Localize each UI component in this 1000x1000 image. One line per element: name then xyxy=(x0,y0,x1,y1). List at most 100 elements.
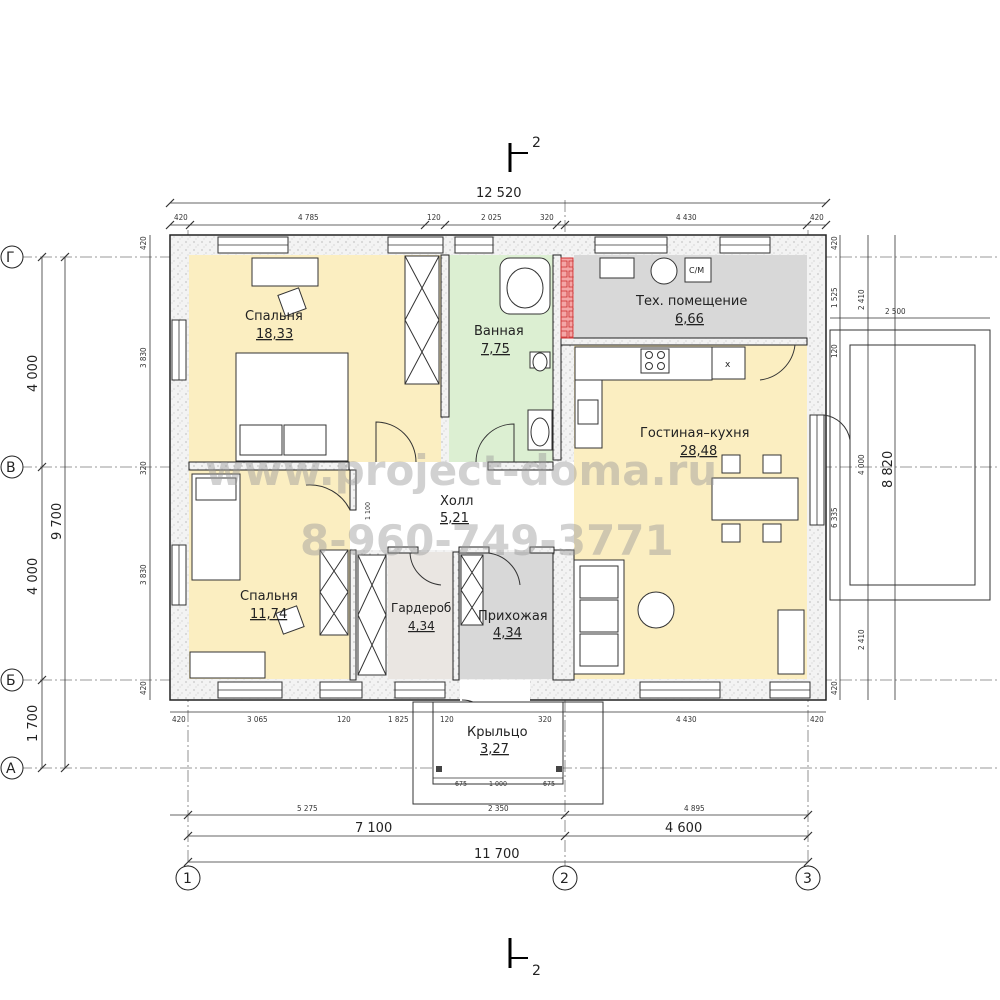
interior-walls xyxy=(188,254,808,681)
axis-row-g: Г xyxy=(6,250,15,266)
section-mark-top: 2 xyxy=(508,135,541,172)
room-area-bath: 7,75 xyxy=(481,342,510,357)
pillow-2 xyxy=(283,424,327,456)
room-name-porch: Крыльцо xyxy=(467,725,528,740)
stove xyxy=(640,348,670,374)
coffee-table xyxy=(637,591,675,629)
desk-bed1 xyxy=(251,257,319,287)
dim-left-total: 9 700 xyxy=(50,503,65,540)
dim-bot2-1: 2 350 xyxy=(488,804,509,813)
dim-rinner-0: 420 xyxy=(830,236,839,250)
axis-col-1: 1 xyxy=(183,871,192,887)
room-name-bedroom2: Спальня xyxy=(240,589,298,604)
dim-rsub-0: 2 410 xyxy=(857,289,866,310)
room-name-wardrobe: Гардероб xyxy=(391,601,451,615)
pillow-1 xyxy=(239,424,283,456)
dim-bot-0: 420 xyxy=(172,715,186,724)
dim-right-total: 8 820 xyxy=(881,451,896,488)
dim-rinner-1: 1 525 xyxy=(830,287,839,308)
room-name-entry: Прихожая xyxy=(478,609,548,624)
fridge-mark: x xyxy=(725,360,731,370)
dim-top-5: 4 430 xyxy=(676,213,697,222)
dim-bot-6: 4 430 xyxy=(676,715,697,724)
desk-bed2 xyxy=(189,651,266,679)
dim-rinner-2: 120 xyxy=(830,344,839,358)
dining-table xyxy=(711,477,799,521)
dim-bot-5: 320 xyxy=(538,715,552,724)
room-name-hall: Холл xyxy=(440,494,473,509)
hall-fill xyxy=(350,462,574,550)
room-name-bath: Ванная xyxy=(474,324,524,339)
wardrobe-fill xyxy=(388,552,453,679)
dim-hall-small: 1 100 xyxy=(364,502,372,520)
dim-linner-1: 3 830 xyxy=(139,347,148,368)
room-labels: Спальня 18,33 Ванная 7,75 Тех. помещение… xyxy=(240,266,749,757)
closet-shelves xyxy=(357,554,387,676)
tv-stand xyxy=(777,609,805,675)
dim-linner-4: 420 xyxy=(139,681,148,695)
dim-terrace: 2 500 xyxy=(885,307,906,316)
water-heater xyxy=(650,257,678,285)
brick-partition xyxy=(560,257,574,339)
dim-top-2: 120 xyxy=(427,213,441,222)
axis-row-v: В xyxy=(6,460,16,476)
dim-top-0: 420 xyxy=(174,213,188,222)
porch xyxy=(412,701,604,805)
axis-bubbles: Г В Б А 1 2 3 xyxy=(0,245,821,891)
terrace xyxy=(829,329,991,601)
watermark-phone: 8-960-749-3771 xyxy=(300,516,674,565)
dim-left-0: 4 000 xyxy=(26,355,41,392)
section-label-bottom: 2 xyxy=(532,963,541,979)
entrance-gap xyxy=(460,680,530,702)
dimension-lines xyxy=(41,202,990,863)
room-area-porch: 3,27 xyxy=(480,742,509,757)
dim-bottom-total: 11 700 xyxy=(474,847,520,862)
dim-top-4: 320 xyxy=(540,213,554,222)
windows xyxy=(171,236,825,699)
room-area-hall: 5,21 xyxy=(440,511,469,526)
room-area-entry: 4,34 xyxy=(493,626,522,641)
room-name-bedroom1: Спальня xyxy=(245,309,303,324)
dim-porch-0: 675 xyxy=(455,780,467,788)
dim-porch-2: 675 xyxy=(543,780,555,788)
boiler xyxy=(599,257,635,279)
dim-left-2: 1 700 xyxy=(26,705,41,742)
room-name-tech: Тех. помещение xyxy=(635,294,747,309)
wardrobe-bed1 xyxy=(404,255,440,385)
dim-bot-4: 120 xyxy=(440,715,454,724)
section-label-top: 2 xyxy=(532,135,541,151)
dim-axis-1: 4 600 xyxy=(665,821,702,836)
kitchen-sink xyxy=(577,399,599,425)
room-area-living: 28,48 xyxy=(680,444,717,459)
fridge xyxy=(711,346,746,380)
section-mark-bottom: 2 xyxy=(508,938,541,979)
room-fills xyxy=(189,255,807,679)
room-area-bedroom2: 11,74 xyxy=(250,607,287,622)
axis-row-b: Б xyxy=(6,673,16,689)
dim-left-1: 4 000 xyxy=(26,558,41,595)
dim-rinner-5: 420 xyxy=(830,681,839,695)
dim-bot-3: 1 825 xyxy=(388,715,409,724)
dim-bot2-0: 5 275 xyxy=(297,804,318,813)
axis-col-3: 3 xyxy=(803,871,812,887)
dim-linner-0: 420 xyxy=(139,236,148,250)
dim-bot2-2: 4 895 xyxy=(684,804,705,813)
room-area-bedroom1: 18,33 xyxy=(256,327,293,342)
dim-rinner-4: 2 410 xyxy=(857,629,866,650)
dim-top-6: 420 xyxy=(810,213,824,222)
window-glazing xyxy=(178,244,818,691)
dim-porch-1: 1 000 xyxy=(489,780,507,788)
washer-label: С/М xyxy=(689,266,704,275)
dim-rsub-1: 6 335 xyxy=(830,507,839,528)
room-area-wardrobe: 4,34 xyxy=(408,619,435,633)
dim-bot-1: 3 065 xyxy=(247,715,268,724)
dimension-texts: 12 520 420 4 785 120 2 025 320 4 430 420… xyxy=(26,186,906,862)
dim-top-3: 2 025 xyxy=(481,213,502,222)
dim-top-total: 12 520 xyxy=(476,186,522,201)
room-name-living: Гостиная–кухня xyxy=(640,426,749,441)
dim-top-1: 4 785 xyxy=(298,213,319,222)
room-area-tech: 6,66 xyxy=(675,312,704,327)
watermark-site: www.project-doma.ru xyxy=(205,446,717,495)
furniture xyxy=(189,255,805,679)
